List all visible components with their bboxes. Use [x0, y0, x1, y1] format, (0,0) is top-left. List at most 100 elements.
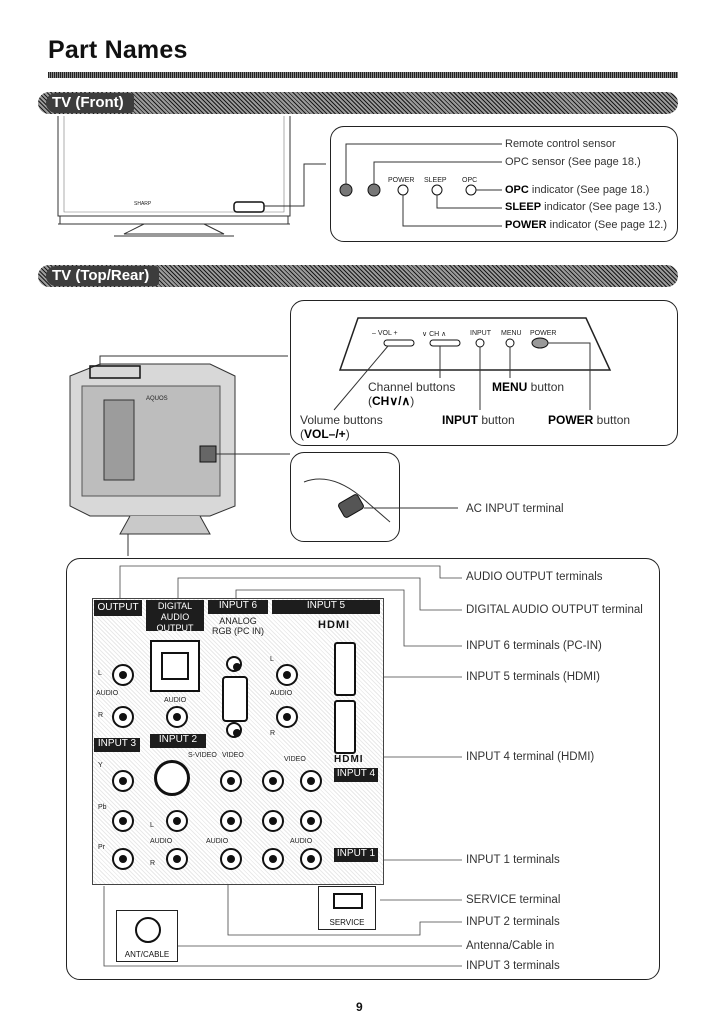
input6-header: INPUT 6 — [208, 600, 268, 614]
section-band-rear: TV (Top/Rear) — [38, 265, 678, 287]
service-port[interactable] — [333, 893, 363, 909]
input6-audio-label: AUDIO — [164, 697, 187, 704]
callout-menu-button: MENU button — [492, 380, 565, 394]
input1-y-jack[interactable] — [262, 770, 284, 792]
input1-pb-jack[interactable] — [262, 810, 284, 832]
input6-audio-jack[interactable] — [166, 706, 188, 728]
input2-audio-r-jack[interactable] — [220, 848, 242, 870]
page-number: 9 — [356, 1000, 363, 1014]
input3-audio-l-jack[interactable] — [166, 810, 188, 832]
callout-opc-indicator: OPC indicator (See page 18.) — [505, 184, 650, 196]
callout-opc-sensor: OPC sensor (See page 18.) — [505, 156, 641, 168]
callout-input-button: INPUT button — [442, 413, 515, 427]
rgb-screw-top — [226, 656, 242, 672]
sleep-indicator-label: SLEEP — [424, 177, 447, 184]
input3-audio-r-jack[interactable] — [166, 848, 188, 870]
opc-indicator-label: OPC — [462, 177, 478, 184]
power-button-label: POWER — [530, 330, 557, 337]
service-panel: SERVICE — [318, 886, 376, 930]
callout-antenna: Antenna/Cable in — [466, 940, 555, 952]
antenna-label: ANT/CABLE — [124, 950, 170, 959]
input1-pr-jack[interactable] — [262, 848, 284, 870]
input1-audio-label: AUDIO — [290, 838, 313, 845]
section-band-front: TV (Front) — [38, 92, 678, 114]
callout-input5: INPUT 5 terminals (HDMI) — [466, 671, 600, 683]
output-r-label: R — [98, 712, 104, 719]
input3-pb-jack[interactable] — [112, 810, 134, 832]
antenna-port[interactable] — [135, 917, 161, 943]
output-audio-label: AUDIO — [96, 690, 119, 697]
input3-pr-label: Pr — [98, 844, 105, 851]
input5-hdmi-port[interactable] — [334, 642, 356, 696]
optical-port[interactable] — [150, 640, 200, 692]
callout-input1: INPUT 1 terminals — [466, 854, 560, 866]
input5-audio-l-jack[interactable] — [276, 664, 298, 686]
input3-audio-label: AUDIO — [150, 838, 173, 845]
input5-audio-label: AUDIO — [270, 690, 293, 697]
input-button-label: INPUT — [470, 330, 491, 337]
section-label-rear: TV (Top/Rear) — [46, 266, 160, 286]
input5-l-label: L — [270, 656, 274, 663]
callout-ac-input: AC INPUT terminal — [466, 503, 564, 515]
analog-rgb-port[interactable] — [222, 676, 248, 722]
input2-header: INPUT 2 — [150, 734, 206, 748]
input1-video-label: VIDEO — [284, 756, 306, 763]
input5-r-label: R — [270, 730, 276, 737]
input3-y-jack[interactable] — [112, 770, 134, 792]
tv-front-illustration — [57, 116, 326, 237]
callout-power-button: POWER button — [548, 413, 631, 427]
callout-service: SERVICE terminal — [466, 894, 561, 906]
input2-audio-label: AUDIO — [206, 838, 229, 845]
menu-button-label: MENU — [501, 330, 522, 337]
input2-video-jack[interactable] — [220, 770, 242, 792]
input2-audio-l-jack[interactable] — [220, 810, 242, 832]
input4-hdmi-port[interactable] — [334, 700, 356, 754]
callout-channel-buttons: Channel buttons (CH∨/∧) — [368, 380, 456, 408]
input1-header: INPUT 1 — [334, 848, 378, 862]
analog-rgb-label: ANALOG RGB (PC IN) — [212, 616, 265, 636]
callout-input3: INPUT 3 terminals — [466, 960, 560, 972]
rgb-screw-bottom — [226, 722, 242, 738]
input5-audio-r-jack[interactable] — [276, 706, 298, 728]
callout-audio-output: AUDIO OUTPUT terminals — [466, 571, 603, 583]
output-header: OUTPUT — [94, 600, 142, 616]
callout-remote-sensor: Remote control sensor — [505, 138, 616, 150]
tv-rear-logo: AQUOS — [146, 396, 168, 402]
input1-video-jack[interactable] — [300, 770, 322, 792]
callout-input4: INPUT 4 terminal (HDMI) — [466, 751, 595, 763]
tv-rear-illustration — [69, 363, 290, 556]
callout-volume-buttons: Volume buttons (VOL–/+) — [300, 413, 383, 441]
service-label: SERVICE — [329, 918, 365, 927]
rear-top-leader — [99, 355, 288, 366]
svideo-label: S-VIDEO — [188, 752, 217, 759]
front-panel-callout-box — [330, 126, 678, 242]
ac-input-callout-box — [290, 452, 400, 542]
section-label-front: TV (Front) — [46, 93, 134, 113]
callout-input6: INPUT 6 terminals (PC-IN) — [466, 640, 602, 652]
svideo-port[interactable] — [154, 760, 190, 796]
vol-button-label: – VOL + — [372, 330, 398, 337]
antenna-panel: ANT/CABLE — [116, 910, 178, 962]
output-audio-r-jack[interactable] — [112, 706, 134, 728]
input3-header: INPUT 3 — [94, 738, 140, 752]
input2-video-label: VIDEO — [222, 752, 244, 759]
input1-audio-l-jack[interactable] — [300, 810, 322, 832]
ac-input-illustration — [303, 478, 458, 523]
tv-front-logo: SHARP — [134, 201, 152, 207]
page-title: Part Names — [48, 36, 188, 64]
callout-input2: INPUT 2 terminals — [466, 916, 560, 928]
output-audio-l-jack[interactable] — [112, 664, 134, 686]
input3-l-label: L — [150, 822, 154, 829]
hdmi-logo-1: HDMI — [318, 619, 351, 631]
title-rule — [48, 72, 678, 78]
digital-audio-header: DIGITAL AUDIO OUTPUT — [146, 600, 204, 633]
input3-r-label: R — [150, 860, 156, 867]
top-buttons-illustration — [333, 317, 612, 411]
input1-audio-r-jack[interactable] — [300, 848, 322, 870]
input5-header: INPUT 5 — [272, 600, 380, 614]
front-panel-leaders — [339, 143, 502, 227]
ch-button-label: ∨ CH ∧ — [422, 331, 447, 338]
input3-pr-jack[interactable] — [112, 848, 134, 870]
output-l-label: L — [98, 670, 102, 677]
input4-header: INPUT 4 — [334, 768, 378, 782]
